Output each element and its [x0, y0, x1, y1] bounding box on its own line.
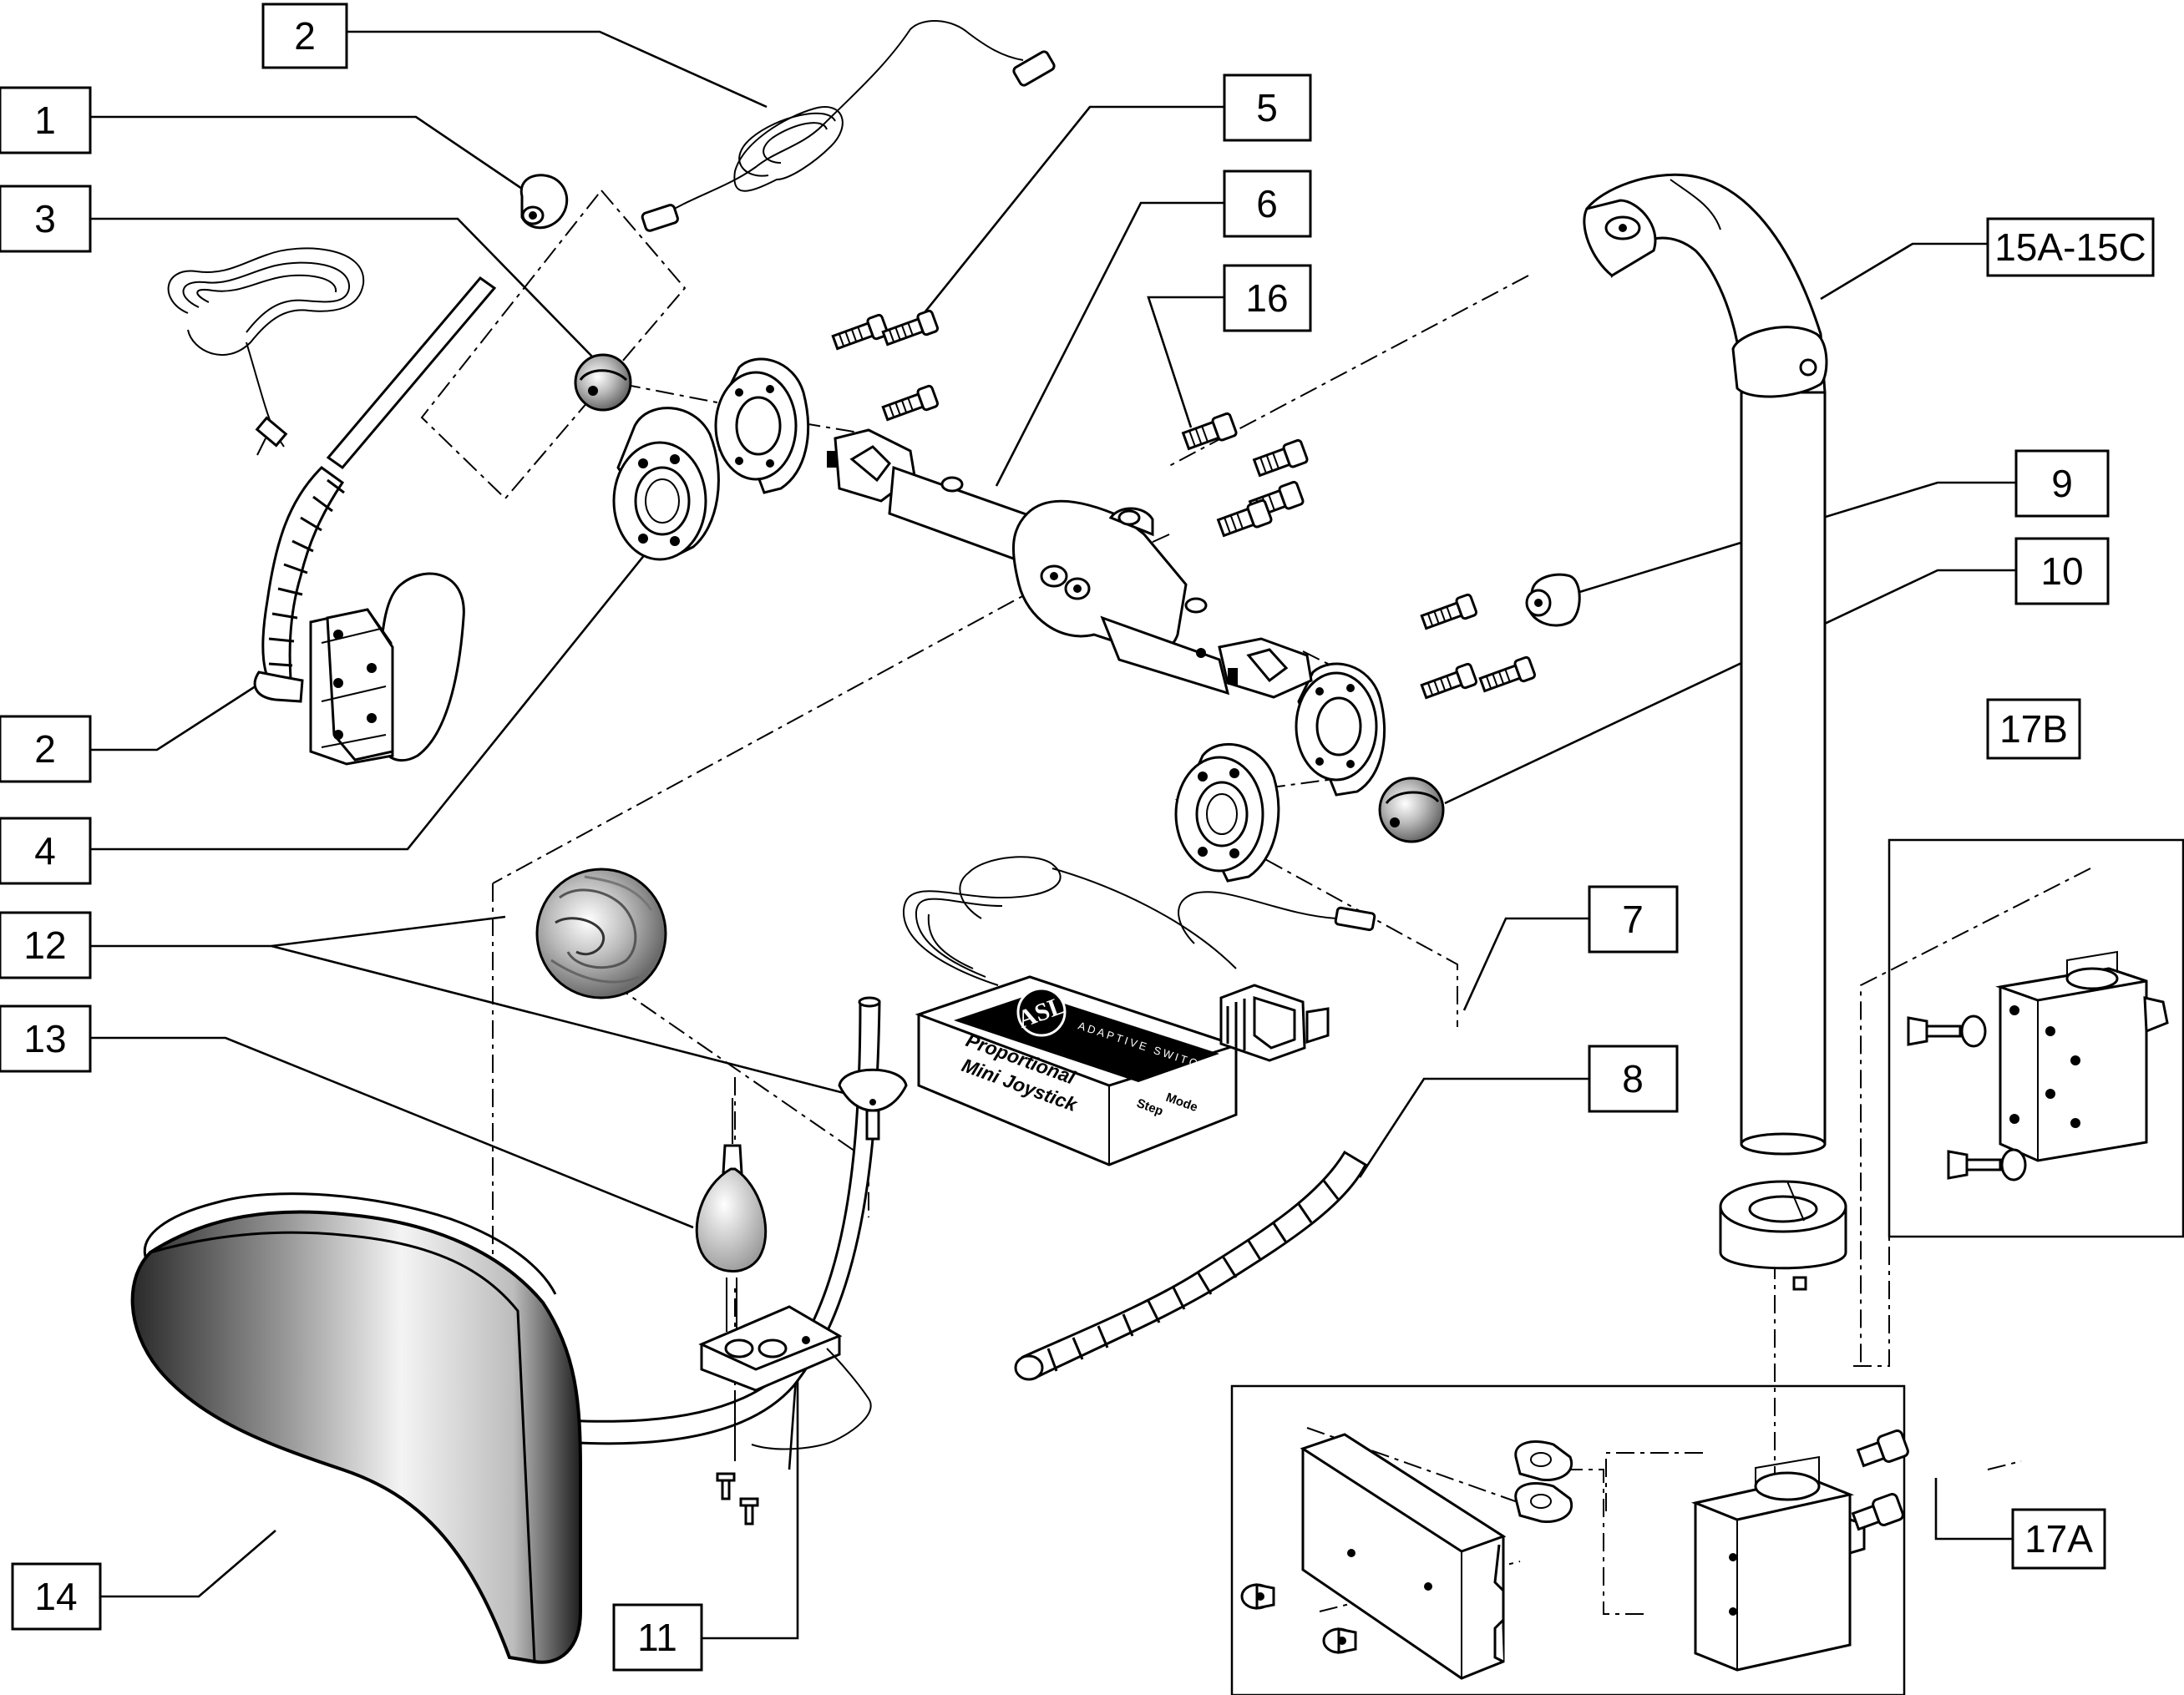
svg-text:13: 13: [23, 1017, 66, 1060]
callout-labels: 1 2 2 3 4 5 6 7 8 9 10 11 12 13 14 16 15…: [0, 3, 2155, 1672]
callout-2-left: 2: [0, 715, 92, 783]
svg-text:12: 12: [23, 923, 66, 967]
part-17a-box: [1230, 1384, 1909, 1695]
callout-16: 16: [1223, 264, 1312, 332]
part-14-head-pad: [130, 1192, 582, 1664]
part-17b-box: [1888, 838, 2184, 1238]
tube-collar: [1719, 1180, 1847, 1291]
svg-text:10: 10: [2040, 549, 2083, 593]
callout-6: 6: [1223, 170, 1312, 238]
part-6-adjustment-arm: [827, 428, 1313, 699]
svg-text:2: 2: [34, 727, 56, 771]
leader-lines: [90, 30, 2016, 1640]
part-13-bulb-joystick: [695, 1098, 768, 1332]
svg-text:11: 11: [637, 1616, 677, 1659]
svg-text:9: 9: [2051, 462, 2073, 505]
part-15-mount-tube: [1583, 173, 1828, 1156]
part-11-base-mount: [698, 1305, 872, 1526]
svg-text:7: 7: [1622, 898, 1644, 941]
callout-1: 1: [0, 86, 92, 154]
svg-text:5: 5: [1256, 86, 1278, 129]
callout-11: 11: [612, 1603, 703, 1672]
callout-13: 13: [0, 1004, 92, 1073]
svg-text:8: 8: [1622, 1057, 1644, 1100]
part-16-screws: [1181, 412, 1309, 538]
svg-text:3: 3: [34, 197, 56, 240]
part-10-ball: [1378, 777, 1445, 843]
svg-text:16: 16: [1245, 276, 1288, 320]
callout-5: 5: [1223, 73, 1312, 142]
callout-7: 7: [1588, 885, 1679, 954]
part-2-left-cable-assembly: [167, 247, 497, 766]
coiled-cable-top: [641, 20, 1056, 232]
svg-text:15A-15C: 15A-15C: [1994, 225, 2146, 269]
right-screws: [1420, 593, 1537, 700]
svg-text:4: 4: [34, 829, 56, 873]
part-12-cup-knob: [838, 1068, 908, 1141]
part-12-ball: [535, 868, 667, 999]
callout-3: 3: [0, 185, 92, 253]
svg-text:17B: 17B: [1999, 707, 2068, 751]
svg-text:2: 2: [294, 14, 316, 58]
svg-text:1: 1: [34, 99, 56, 142]
part-4-flange-hubs: [612, 357, 1386, 883]
joystick-module: ASL ADAPTIVE SWITCH Proportional Mini Jo…: [902, 856, 1376, 1166]
part-9-knob: [1525, 573, 1581, 627]
callout-17a: 17A: [2011, 1508, 2106, 1570]
part-5-screws: [831, 309, 940, 422]
callout-4: 4: [0, 817, 92, 885]
callout-9: 9: [2014, 449, 2110, 518]
callout-8: 8: [1588, 1045, 1679, 1113]
part-3-ball: [574, 353, 632, 412]
callout-12: 12: [0, 911, 92, 979]
part-8-spiral-wrap: [1014, 1150, 1367, 1381]
svg-text:14: 14: [34, 1575, 77, 1618]
callout-15a-15c: 15A-15C: [1986, 217, 2155, 277]
callout-10: 10: [2014, 537, 2110, 605]
callout-2-top: 2: [261, 3, 348, 69]
callout-14: 14: [11, 1562, 102, 1631]
callout-17b: 17B: [1986, 698, 2081, 760]
part-1-knob: [519, 174, 569, 230]
svg-text:6: 6: [1256, 182, 1278, 225]
svg-text:17A: 17A: [2024, 1517, 2093, 1561]
